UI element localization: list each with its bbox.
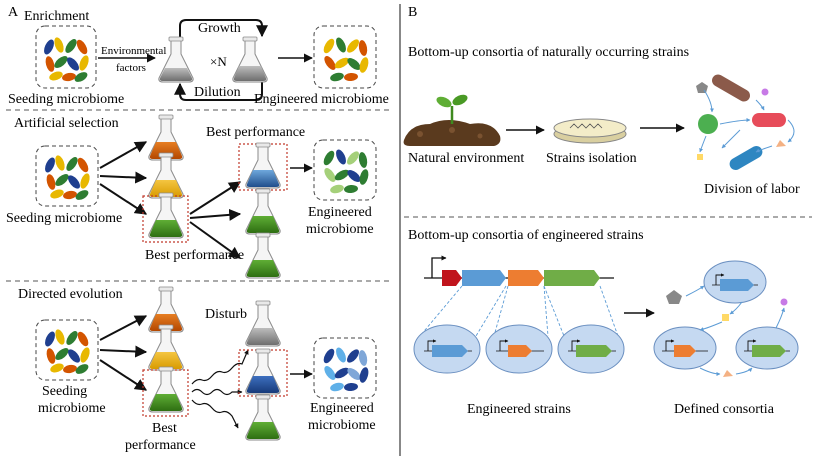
selection-flask-green-3 bbox=[245, 232, 281, 279]
artificial-selection-title: Artificial selection bbox=[14, 116, 119, 131]
enrichment-engineered-label: Engineered microbiome bbox=[254, 92, 389, 107]
evolution-arrow-orange bbox=[99, 315, 148, 341]
selection-arrow-yellow bbox=[99, 171, 148, 184]
evolution-arrow-green bbox=[99, 359, 148, 391]
evolution-engineered-line1: Engineered bbox=[310, 401, 374, 416]
engineered-consortia-title: Bottom-up consortia of engineered strain… bbox=[408, 228, 644, 243]
soil-sprout-icon bbox=[403, 94, 501, 146]
selection-engineered-line2: microbiome bbox=[306, 222, 374, 237]
enrichment-flask-gray-1 bbox=[158, 36, 194, 83]
defined-consortia-label: Defined consortia bbox=[674, 402, 775, 417]
disturb-wave-down bbox=[191, 399, 239, 429]
evolution-seed-box bbox=[35, 319, 99, 381]
dilution-cycle-arrow bbox=[174, 80, 263, 101]
enrichment-engineered-box bbox=[313, 25, 377, 89]
selection-flask-yellow bbox=[148, 152, 184, 199]
disturb-label: Disturb bbox=[205, 307, 247, 322]
evolution-flask-blue bbox=[245, 348, 281, 395]
natural-environment-label: Natural environment bbox=[408, 151, 524, 166]
selection-arrow-to-green3 bbox=[189, 221, 241, 259]
engineered-cell-blue bbox=[413, 324, 481, 374]
enrichment-engineered-microbes bbox=[321, 36, 370, 83]
disturb-wave-mid bbox=[191, 388, 243, 396]
selection-seed-box bbox=[35, 145, 99, 207]
enrichment-title: Enrichment bbox=[24, 9, 89, 24]
evolution-flask-green-2 bbox=[245, 394, 281, 441]
enrichment-seed-box bbox=[35, 25, 97, 89]
selection-seed-microbes bbox=[42, 154, 92, 202]
division-of-labor-label: Division of labor bbox=[704, 182, 800, 197]
strains-isolation-label: Strains isolation bbox=[546, 151, 637, 166]
evolution-flask-yellow bbox=[148, 324, 184, 371]
selection-flask-blue bbox=[245, 142, 281, 189]
defined-consortia-illustration bbox=[653, 260, 799, 377]
enrichment-seed-label: Seeding microbiome bbox=[8, 92, 124, 107]
selection-arrow-orange bbox=[99, 141, 148, 169]
selection-engineered-box bbox=[313, 139, 377, 201]
evolution-flask-green bbox=[148, 366, 184, 413]
gene-mapping-lines bbox=[419, 285, 619, 337]
evolution-best-highlight bbox=[142, 369, 189, 417]
enrichment-flask-gray-2 bbox=[232, 36, 268, 83]
evolution-flask-gray bbox=[245, 300, 281, 347]
engineered-cell-orange bbox=[485, 324, 553, 374]
selection-engineered-microbes bbox=[321, 148, 370, 195]
selection-engineered-line1: Engineered bbox=[308, 205, 372, 220]
selection-arrow-to-blue bbox=[189, 181, 242, 215]
selection-best-top-label: Best performance bbox=[206, 125, 305, 140]
evolution-engineered-line2: microbiome bbox=[308, 418, 376, 433]
petri-dish-icon bbox=[553, 118, 627, 144]
selection-arrow-green bbox=[99, 183, 148, 215]
directed-evolution-title: Directed evolution bbox=[18, 287, 123, 302]
growth-label: Growth bbox=[198, 21, 241, 36]
natural-title: Bottom-up consortia of naturally occurri… bbox=[408, 45, 689, 60]
engineered-strains-label: Engineered strains bbox=[467, 402, 571, 417]
enrichment-factors-line2: factors bbox=[116, 62, 146, 74]
evolution-flask-orange bbox=[148, 286, 184, 333]
selection-best-bottom-label: Best performance bbox=[145, 248, 244, 263]
selection-flask-orange bbox=[148, 114, 184, 161]
evolution-seed-line1: Seeding bbox=[42, 384, 87, 399]
selection-flask-green-2 bbox=[245, 188, 281, 235]
division-of-labor-illustration bbox=[696, 74, 795, 170]
selection-best-highlight bbox=[142, 195, 189, 243]
dilution-label: Dilution bbox=[194, 85, 241, 100]
engineered-cell-green bbox=[557, 324, 625, 374]
evolution-arrow-yellow bbox=[99, 345, 148, 358]
enrichment-factors-line1: Environmental bbox=[101, 45, 166, 57]
evolution-engineered-box bbox=[313, 337, 377, 399]
selection-flask-green bbox=[148, 192, 184, 239]
evolution-best-line2: performance bbox=[125, 438, 196, 453]
growth-cycle-arrow bbox=[179, 19, 268, 40]
evolution-engineered-microbes bbox=[321, 346, 370, 393]
panel-b-letter: B bbox=[408, 5, 417, 20]
evolution-seed-line2: microbiome bbox=[38, 401, 106, 416]
selection-arrow-to-green2 bbox=[189, 208, 242, 221]
multiplier-label: ×N bbox=[210, 54, 227, 69]
enrichment-seed-microbes bbox=[41, 36, 91, 84]
gene-construct bbox=[424, 255, 614, 286]
evolution-seed-microbes bbox=[42, 328, 92, 376]
panel-a-letter: A bbox=[8, 5, 19, 20]
evolution-best-line1: Best bbox=[152, 421, 177, 436]
selection-seed-label: Seeding microbiome bbox=[6, 211, 122, 226]
disturb-wave-up bbox=[191, 349, 249, 385]
